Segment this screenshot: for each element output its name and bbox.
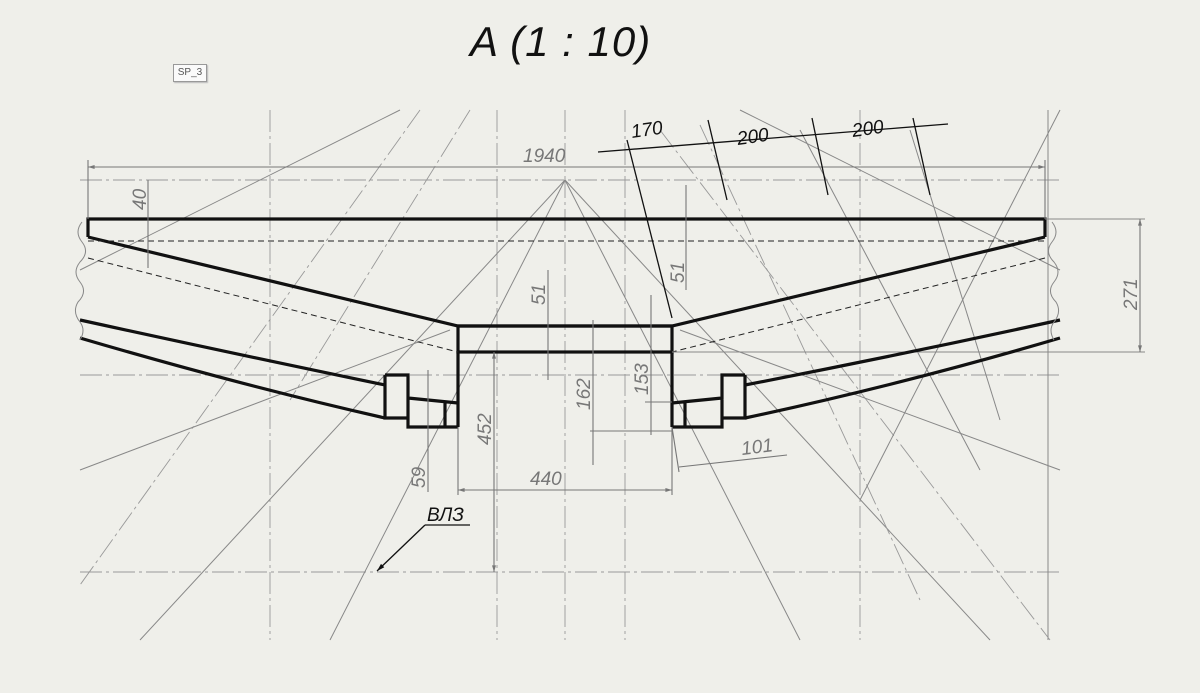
dim-text-452: 452 <box>475 413 496 445</box>
leader-vlz: ВЛЗ <box>376 505 470 572</box>
dimension-440: 440 <box>457 427 673 495</box>
dimension-51-right: 51 <box>668 185 689 290</box>
dimension-452: 452 <box>475 352 496 572</box>
dim-text-1940: 1940 <box>523 146 566 167</box>
dim-text-101: 101 <box>740 435 774 460</box>
roof-outline <box>74 217 1145 429</box>
view-title: A (1 : 10) <box>470 18 652 65</box>
dimension-1940: 1940 <box>87 146 1046 219</box>
dim-text-170: 170 <box>630 118 665 143</box>
dim-text-162: 162 <box>574 378 595 410</box>
dimension-162: 162 <box>574 320 672 465</box>
dimension-chain-170-200-200: 170 200 200 <box>597 117 949 319</box>
dim-text-51: 51 <box>529 284 550 305</box>
dim-text-440: 440 <box>530 469 562 490</box>
sheet-tag[interactable]: SP_3 <box>173 64 207 82</box>
dimension-101: 101 <box>671 426 788 473</box>
dim-text-271: 271 <box>1121 278 1142 311</box>
dim-text-40: 40 <box>130 188 151 210</box>
dimension-51-center: 51 <box>529 270 550 380</box>
label-vlz: ВЛЗ <box>427 505 464 526</box>
dimension-153: 153 <box>632 295 672 435</box>
dimension-271: 271 <box>1121 219 1142 352</box>
dim-text-200: 200 <box>850 117 886 142</box>
dim-text-153: 153 <box>632 363 653 395</box>
dimension-59: 59 <box>409 370 430 492</box>
dim-text-59: 59 <box>409 466 430 488</box>
construction-lines <box>79 109 1061 641</box>
dim-text-51: 51 <box>668 262 689 283</box>
dim-text-200: 200 <box>735 125 771 150</box>
dimension-40: 40 <box>130 180 151 268</box>
